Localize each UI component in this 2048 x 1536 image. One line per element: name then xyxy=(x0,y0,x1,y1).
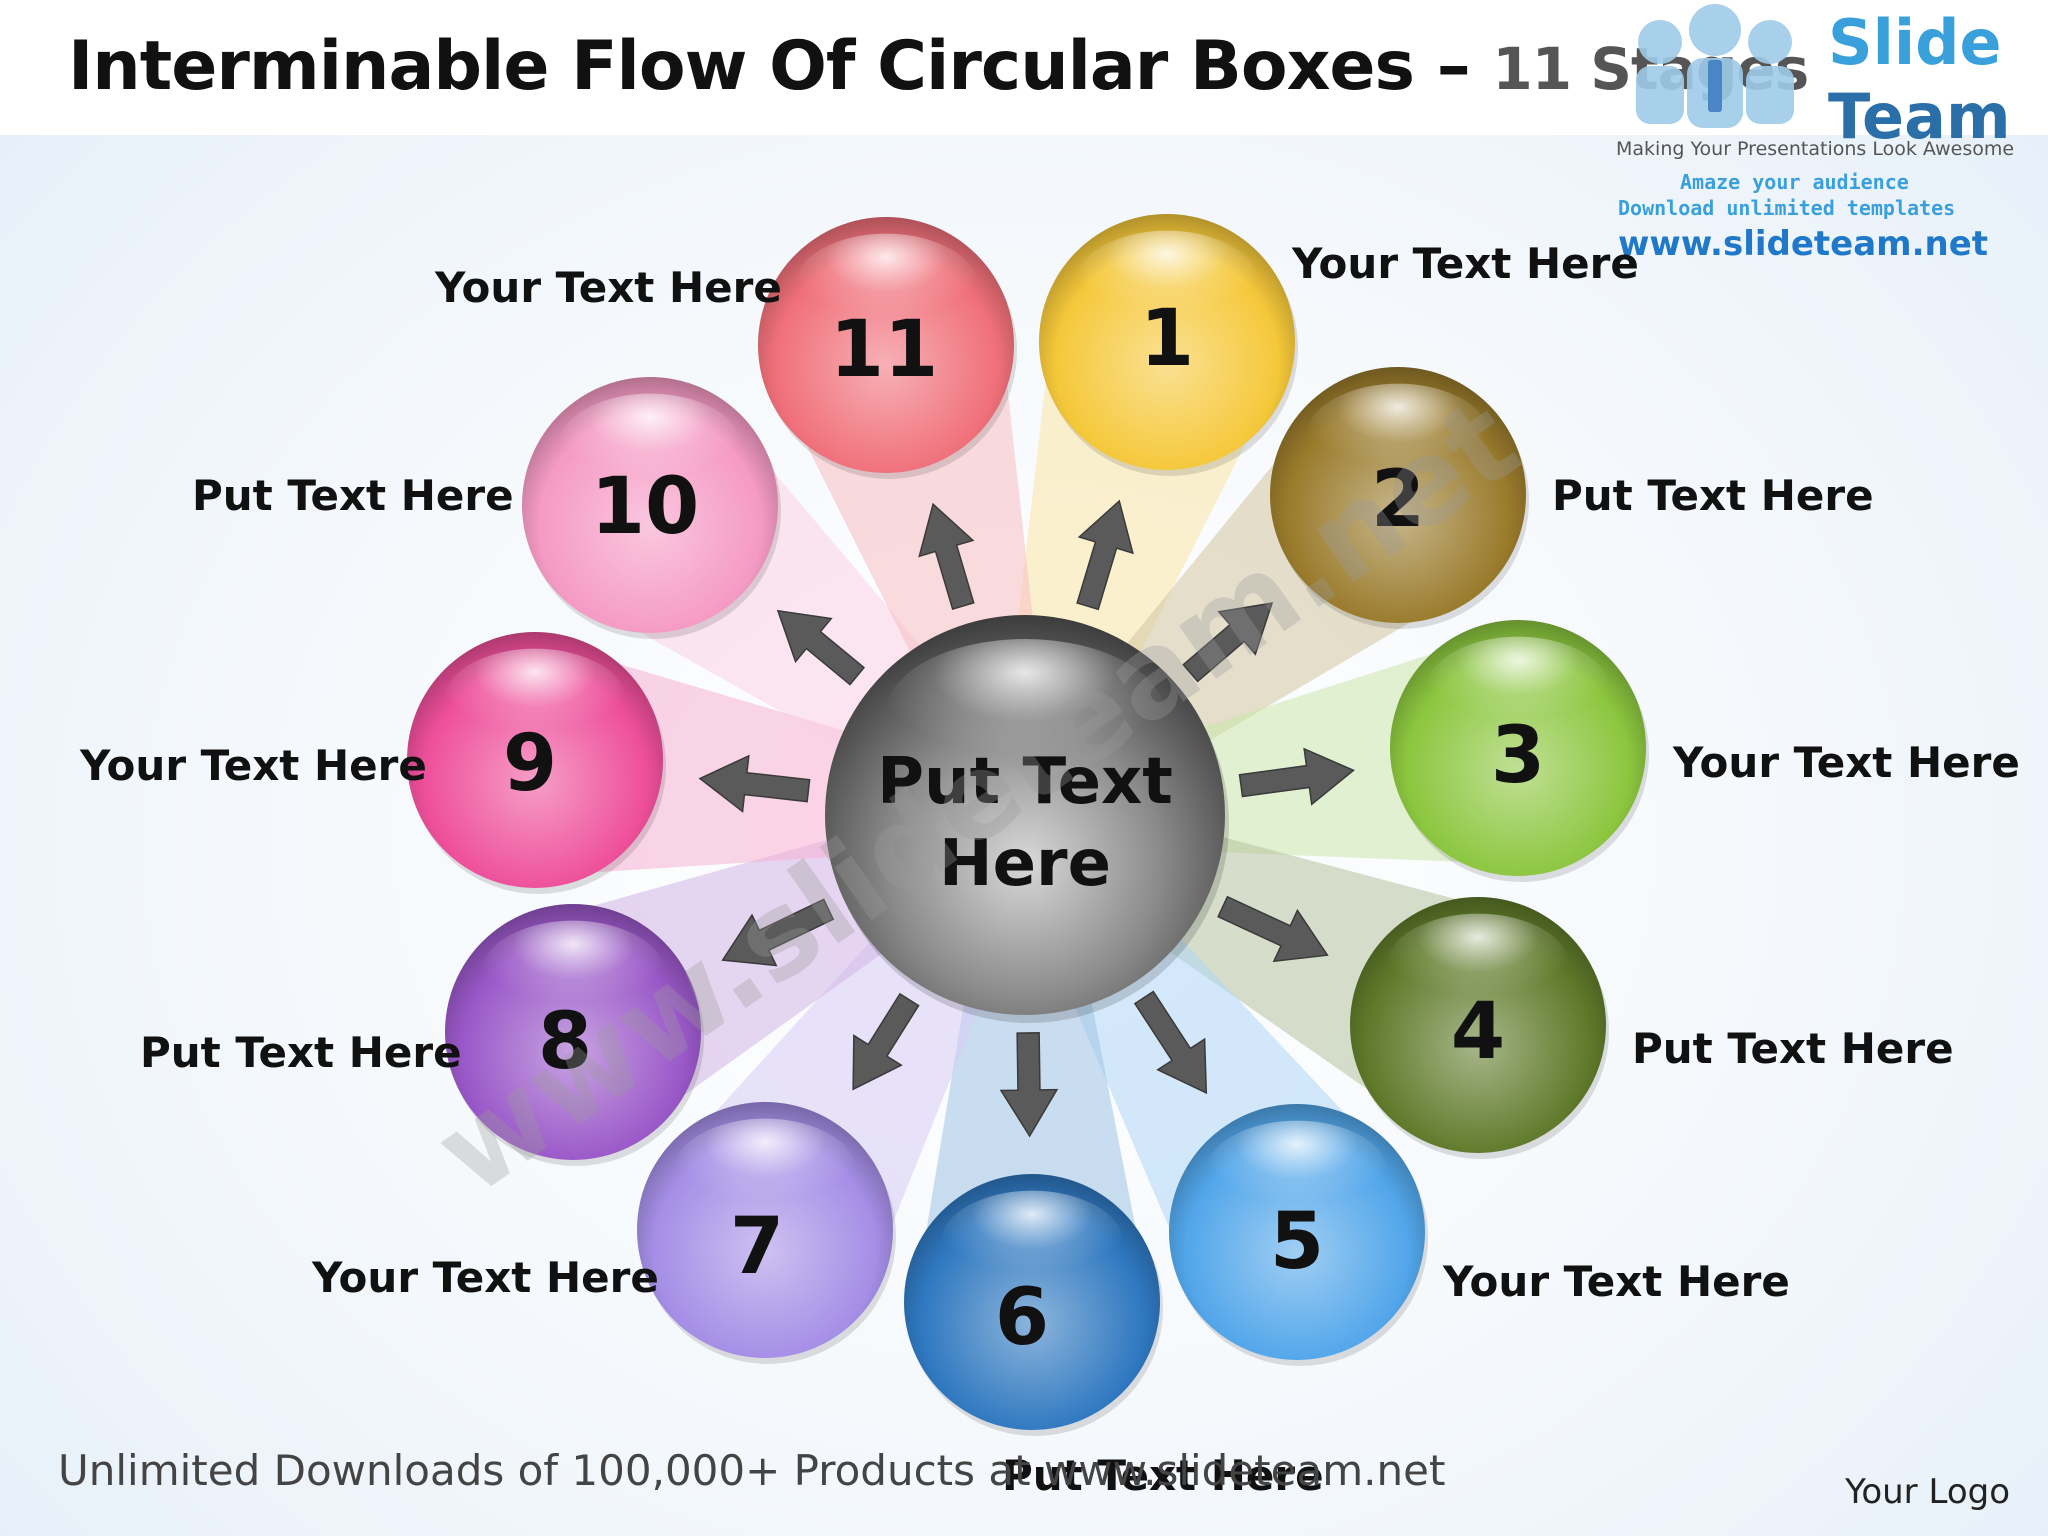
stage-1-arrow xyxy=(1076,499,1134,611)
stage-8-arrow xyxy=(721,898,835,967)
stage-11-label: Your Text Here xyxy=(435,263,782,312)
stage-4-circle[interactable]: 4 xyxy=(1350,897,1609,1159)
stage-1-circle[interactable]: 1 xyxy=(1039,214,1298,476)
stage-10-number: 10 xyxy=(591,462,700,552)
stage-7-arrow xyxy=(852,992,920,1091)
stage-9-circle[interactable]: 9 xyxy=(407,632,666,894)
stage-8-number: 8 xyxy=(538,997,592,1087)
your-logo-text: Your Logo xyxy=(1845,1472,2010,1512)
stage-5-label: Your Text Here xyxy=(1443,1257,1790,1306)
stage-2-label: Put Text Here xyxy=(1552,471,1874,520)
stage-9-number: 9 xyxy=(503,719,557,809)
logo-url: www.slideteam.net xyxy=(1618,224,1989,264)
stage-11-number: 11 xyxy=(830,305,939,395)
center-text-line1: Put Text xyxy=(877,745,1173,819)
stage-11-arrow xyxy=(918,502,975,611)
stage-5-number: 5 xyxy=(1270,1197,1324,1287)
stage-9-label: Your Text Here xyxy=(80,741,427,790)
stage-8-circle[interactable]: 8 xyxy=(445,904,704,1166)
stage-3-arrow xyxy=(1238,747,1355,806)
stage-2-arrow xyxy=(1182,602,1274,683)
slideteam-logo: Slide Team Making Your Presentations Loo… xyxy=(1600,0,2040,270)
stage-3-circle[interactable]: 3 xyxy=(1390,620,1649,882)
people-logo-icon xyxy=(1636,4,1794,128)
stage-5-arrow xyxy=(1133,990,1208,1095)
logo-promo-line2: Download unlimited templates xyxy=(1618,196,1956,220)
page-title: Interminable Flow Of Circular Boxes – 11… xyxy=(68,22,1809,112)
logo-brand-slide: Slide xyxy=(1828,6,2002,79)
stage-4-arrow xyxy=(1217,895,1329,963)
logo-promo-line1: Amaze your audience xyxy=(1680,170,1909,194)
title-main: Interminable Flow Of Circular Boxes – xyxy=(68,27,1493,106)
stage-2-circle[interactable]: 2 xyxy=(1270,367,1529,629)
arrows-layer xyxy=(698,499,1355,1138)
stage-11-circle[interactable]: 11 xyxy=(758,217,1017,479)
stage-6-label: Put Text Here xyxy=(1002,1451,1324,1500)
stage-3-number: 3 xyxy=(1491,711,1545,801)
stage-2-number: 2 xyxy=(1371,455,1425,545)
stage-7-label: Your Text Here xyxy=(312,1253,659,1302)
stage-3-label: Your Text Here xyxy=(1673,738,2020,787)
stage-5-circle[interactable]: 5 xyxy=(1169,1104,1428,1366)
stage-7-circle[interactable]: 7 xyxy=(637,1102,896,1364)
stage-1-label: Your Text Here xyxy=(1292,239,1639,288)
stage-6-circle[interactable]: 6 xyxy=(904,1174,1163,1436)
stage-10-arrow xyxy=(776,609,866,686)
footer-downloads-text: Unlimited Downloads of 100,000+ Products… xyxy=(58,1446,1446,1495)
stage-1-number: 1 xyxy=(1140,294,1194,384)
stage-4-label: Put Text Here xyxy=(1632,1024,1954,1073)
circles-layer: 1 2 3 4 5 6 7 8 9 10 11 xyxy=(407,214,1649,1436)
stage-8-label: Put Text Here xyxy=(140,1028,462,1077)
stage-6-arrow xyxy=(999,1032,1059,1138)
stage-9-arrow xyxy=(698,754,811,813)
logo-brand-team: Team xyxy=(1828,80,2011,153)
stage-7-number: 7 xyxy=(730,1202,784,1292)
stage-4-number: 4 xyxy=(1451,987,1505,1077)
logo-tagline: Making Your Presentations Look Awesome xyxy=(1616,138,2015,160)
stage-6-number: 6 xyxy=(995,1273,1049,1363)
center-text-line2: Here xyxy=(939,827,1111,901)
stage-10-circle[interactable]: 10 xyxy=(522,377,781,639)
stage-10-label: Put Text Here xyxy=(192,471,514,520)
